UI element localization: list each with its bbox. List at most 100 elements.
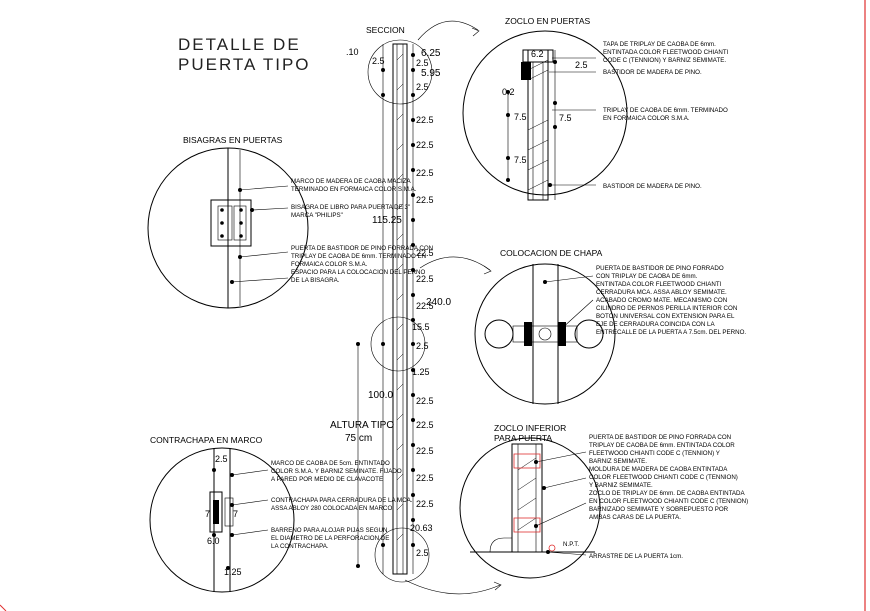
zoclo-dim-5: 0.2 [502, 87, 515, 97]
zoclo-dim-1: 2.5 [575, 60, 588, 70]
dim-lock-2: 2.5 [416, 341, 429, 351]
contrachapa-note-7: LA CONTRACHAPA. [271, 543, 329, 550]
bisagras-detail [147, 147, 309, 309]
zoclo-dim-3: 7.5 [559, 113, 572, 123]
dim-lock-3: 1.25 [412, 367, 430, 377]
dim-seq-6: 22.5 [416, 195, 434, 205]
altura-label: ALTURA TIPO [330, 420, 394, 431]
zoclo-dim-2: 7.5 [514, 112, 527, 122]
arrow-to-zoclo-inferior [404, 579, 501, 595]
zoclo-note-6: BASTIDOR DE MADERA DE PINO. [603, 183, 702, 190]
contrachapa-dim-1: 7 [205, 509, 210, 519]
dim-bot-7: 2.5 [416, 548, 429, 558]
zoclo-inf-note-1: TRIPLAY DE CAOBA DE 6mm. ENTINTADA COLOR [589, 442, 735, 449]
dim-top-right-1: 6.25 [421, 48, 441, 59]
zoclo-inf-note-10: AMBAS CARAS DE LA PUERTA. [589, 514, 681, 521]
zoclo-inf-note-0: PUERTA DE BASTIDOR DE PINO FORRADA CON [589, 434, 731, 441]
contrachapa-note-1: COLOR S.M.A. Y BARNIZ SEMINATE. FIJADO [271, 468, 402, 475]
bisagras-note-1: TERMINADO EN FORMAICA COLOR S.M.A. [291, 186, 417, 193]
altura-dimension [356, 342, 360, 568]
zoclo-detail [462, 30, 628, 201]
dim-bot-1: 22.5 [416, 396, 434, 406]
zoclo-note-2: CODE C (TENNION) Y BARNIZ SEMIMATE. [603, 57, 726, 64]
bisagras-note-4: PUERTA DE BASTIDOR DE PINO FORRADA CON [291, 245, 433, 252]
dim-bot-5: 22.5 [416, 499, 434, 509]
contrachapa-note-6: EL DIAMETRO DE LA PERFORACION DE [271, 535, 389, 542]
chapa-note-7: EJE DE CERRADURA COINCIDA CON LA [596, 321, 715, 328]
dim-seq-3: 22.5 [416, 115, 434, 125]
dim-mid: 115.25 [372, 215, 402, 226]
zoclo-inf-note-2: FLEETWOOD CHIANTI CODE C (TENNION) Y [589, 450, 720, 457]
heading-chapa: COLOCACION DE CHAPA [500, 248, 603, 258]
zoclo-note-5: EN FORMAICA COLOR S.M.A. [603, 115, 690, 122]
heading-zoclo-inf-1: ZOCLO INFERIOR [494, 423, 566, 433]
zoclo-inf-note-8: EN COLOR FLEETWOOD CHIANTI CODE C (TENNI… [589, 498, 748, 505]
zoclo-note-1: ENTINTADA COLOR FLEETWOOD CHIANTI [603, 49, 729, 56]
chapa-note-1: CON TRIPLAY DE CAOBA DE 6mm. [596, 273, 698, 280]
zoclo-inf-note-3: BARNIZ SEMIMATE. [589, 458, 647, 465]
npt-label: N.P.T. [563, 541, 579, 548]
dim-seq-7: 22.5 [416, 248, 434, 258]
bisagras-notes: MARCO DE MADERA DE CAOBA MACIZA TERMINAD… [291, 178, 433, 284]
dim-seq-1: 2.5 [416, 58, 429, 68]
zoclo-inf-note-6: Y BARNIZ SEMIMATE. [589, 482, 653, 489]
dim-bot-4: 22.5 [416, 473, 434, 483]
dim-total-height: 240.0 [426, 297, 451, 308]
door-section-column [367, 39, 433, 583]
arrow-to-zoclo [417, 20, 479, 41]
title-line-2: PUERTA TIPO [178, 55, 311, 74]
chapa-note-4: ACABADO CROMO MATE. MECANISMO CON [596, 297, 727, 304]
bisagras-note-0: MARCO DE MADERA DE CAOBA MACIZA [291, 178, 412, 185]
title-line-1: DETALLE DE [178, 35, 301, 54]
chapa-detail [474, 263, 616, 405]
sheet-border-corner [0, 604, 7, 611]
zoclo-inf-note-4: MOLDURA DE MADERA DE CAOBA ENTINTADA [589, 466, 728, 473]
chapa-notes: PUERTA DE BASTIDOR DE PINO FORRADO CON T… [596, 265, 746, 336]
dim-top-left: .10 [346, 47, 359, 57]
chapa-note-8: ENTRECALLE DE LA PUERTA A 7.5cm. DEL PER… [596, 329, 746, 336]
bisagras-note-5: TRIPLAY DE CAOBA DE 6mm. TERMINADO EN [291, 253, 426, 260]
contrachapa-note-2: A PARED POR MEDIO DE CLAVACOTE [271, 476, 383, 483]
bisagras-note-7: ESPACIO PARA LA COLOCACION DEL PERNO [291, 269, 426, 276]
dim-lock-1: 15.5 [412, 322, 430, 332]
zoclo-note-4: TRIPLAY DE CAOBA DE 6mm. TERMINADO [603, 107, 728, 114]
chapa-note-6: BOTON UNIVERSAL CON EXTENSION PARA EL [596, 313, 735, 320]
contrachapa-note-5: BARRENO PARA ALOJAR PIJAS SEGUN [271, 527, 387, 534]
heading-zoclo: ZOCLO EN PUERTAS [505, 16, 591, 26]
zoclo-dim-4: 7.5 [514, 155, 527, 165]
zoclo-note-3: BASTIDOR DE MADERA DE PINO. [603, 69, 702, 76]
contrachapa-dim-0: 2.5 [215, 454, 228, 464]
contrachapa-note-3: CONTRACHAPA PARA CERRADURA DE LA MCA. [271, 497, 413, 504]
zoclo-inf-note-9: BARNIZADO SEMIMATE Y SOBREPUESTO POR [589, 506, 729, 513]
contrachapa-notes: MARCO DE CAOBA DE 5cm. ENTINTADO COLOR S… [271, 460, 413, 550]
contrachapa-note-4: ASSA ABLOY 280 COLOCADA EN MARCO. [271, 505, 394, 512]
bisagras-note-2: BISAGRA DE LIBRO PARA PUERTA DE 3" [291, 204, 410, 211]
dim-bot-2: 22.5 [416, 420, 434, 430]
contrachapa-dim-2: 7 [233, 509, 238, 519]
altura-value: 75 cm [345, 433, 372, 444]
bisagras-note-3: MARCA "PHILIPS" [291, 212, 343, 219]
section-heading: SECCION [366, 25, 405, 35]
zoclo-notes: TAPA DE TRIPLAY DE CAOBA DE 6mm. ENTINTA… [603, 41, 729, 190]
chapa-note-2: ENTINTADA COLOR FLEETWOOD CHIANTI [596, 281, 722, 288]
contrachapa-note-0: MARCO DE CAOBA DE 5cm. ENTINTADO [271, 460, 390, 467]
bisagras-note-6: FORMAICA COLOR S.M.A. [291, 261, 368, 268]
zoclo-inf-note-5: COLOR FLEETWOOD CHIANTI CODE C (TENNION) [589, 474, 738, 481]
chapa-note-3: CERRADURA MCA. ASSA ABLOY SEMIMATE. [596, 289, 727, 296]
zoclo-dim-0: 6.2 [531, 49, 544, 59]
heading-bisagras: BISAGRAS EN PUERTAS [183, 135, 283, 145]
dim-seq-9: 22.5 [416, 301, 434, 311]
dim-seq-8: 22.5 [416, 274, 434, 284]
dim-seq-2: 2.5 [416, 82, 429, 92]
contrachapa-dim-4: 1.25 [224, 567, 242, 577]
zoclo-note-0: TAPA DE TRIPLAY DE CAOBA DE 6mm. [603, 41, 716, 48]
dim-seq-0: 2.5 [372, 56, 385, 66]
bisagras-note-8: DE LA BISAGRA. [291, 277, 340, 284]
dim-top-right-2: 5.95 [421, 68, 441, 79]
contrachapa-dim-3: 6.0 [207, 536, 220, 546]
heading-contrachapa: CONTRACHAPA EN MARCO [150, 435, 263, 445]
dim-seq-5: 22.5 [416, 168, 434, 178]
zoclo-inf-note-7: ZOCLO DE TRIPLAY DE 6mm. DE CAOBA ENTINT… [589, 490, 746, 497]
